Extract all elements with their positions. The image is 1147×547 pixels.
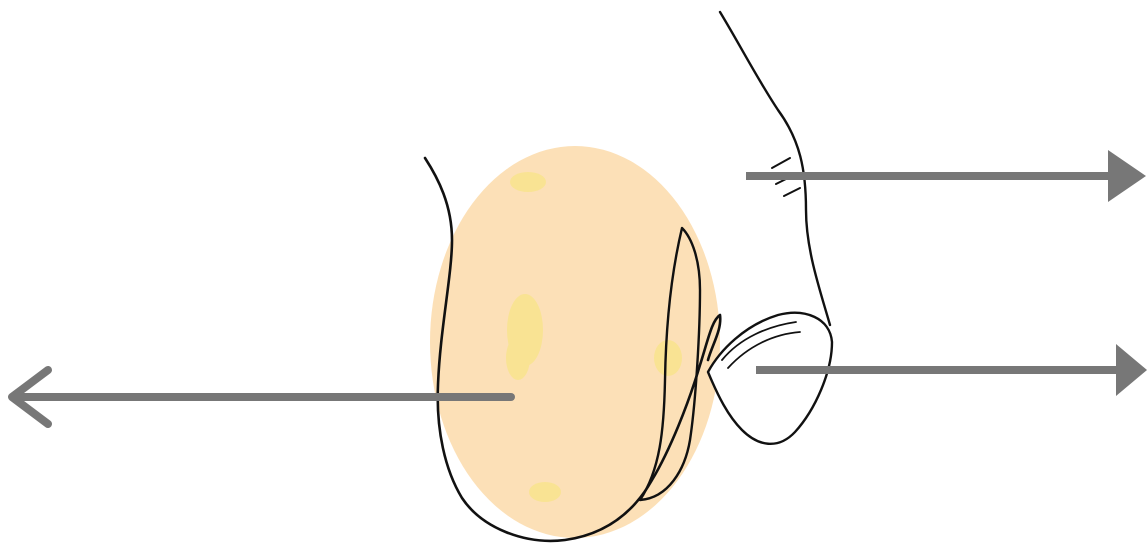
arrow-right-lower-head (1116, 344, 1147, 396)
arrow-right-upper-head (1108, 150, 1146, 202)
upper-cord-outline (720, 12, 830, 325)
highlighted-region (430, 146, 720, 538)
glans-outline (708, 313, 832, 444)
